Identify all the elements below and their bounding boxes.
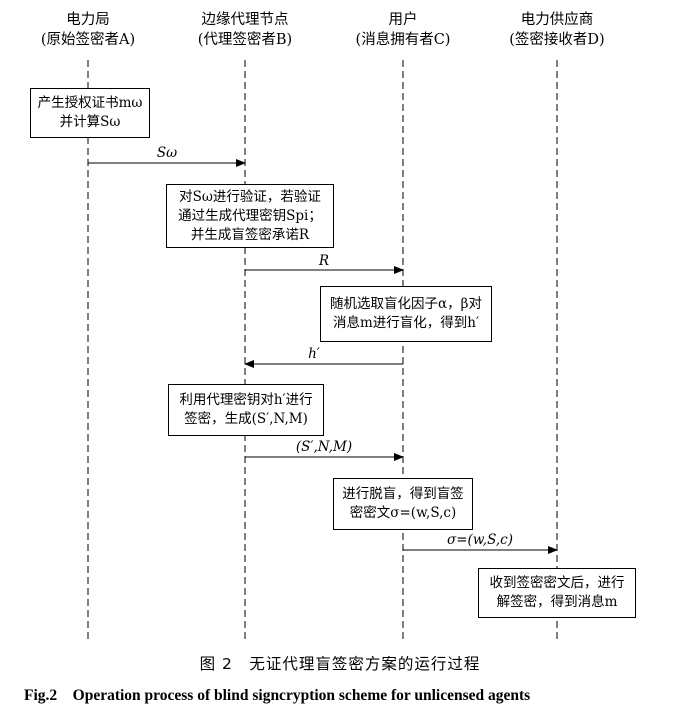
participant-b-name: 边缘代理节点: [201, 12, 289, 28]
figure-caption-cn: 图 2 无证代理盲签密方案的运行过程: [199, 655, 481, 673]
participant-c-role: (消息拥有者C): [355, 32, 451, 48]
step-text: 消息m进行盲化，得到h′: [332, 315, 480, 331]
message-label-h-prime: h′: [308, 346, 320, 362]
step-box-blind: 随机选取盲化因子α，β对 消息m进行盲化，得到h′: [320, 286, 492, 342]
participant-b: 边缘代理节点 (代理签密者B): [170, 10, 320, 50]
step-box-unblind: 进行脱盲，得到盲签 密密文σ=(w,S,c): [333, 478, 473, 530]
step-text: 通过生成代理密钥Spi；: [178, 207, 322, 224]
step-text: 进行脱盲，得到盲签: [342, 486, 464, 502]
message-label-r: R: [318, 253, 330, 269]
step-text: 签密，生成(S′,N,M): [184, 411, 308, 427]
participant-a: 电力局 (原始签密者A): [13, 10, 163, 50]
participant-d-role: (签密接收者D): [509, 32, 605, 48]
step-text: 密密文σ=(w,S,c): [349, 505, 457, 521]
step-text: 解签密，得到消息m: [496, 594, 618, 610]
participant-c: 用户 (消息拥有者C): [328, 10, 478, 50]
step-box-signcrypt: 利用代理密钥对h′进行 签密，生成(S′,N,M): [168, 384, 324, 436]
step-box-authorize: 产生授权证书mω 并计算Sω: [30, 88, 150, 138]
step-text: 随机选取盲化因子α，β对: [330, 296, 482, 312]
step-text: 并生成盲签密承诺R: [190, 226, 310, 243]
step-box-verify: 对Sω进行验证，若验证 通过生成代理密钥Spi； 并生成盲签密承诺R: [166, 184, 334, 248]
step-box-decrypt: 收到签密密文后，进行 解签密，得到消息m: [478, 568, 636, 618]
step-text: 利用代理密钥对h′进行: [179, 392, 313, 408]
participant-a-name: 电力局: [66, 12, 110, 28]
step-text: 产生授权证书mω: [37, 95, 143, 111]
participant-d: 电力供应商 (签密接收者D): [482, 10, 632, 50]
participant-c-name: 用户: [388, 12, 418, 28]
participant-a-role: (原始签密者A): [40, 32, 136, 48]
step-text: 对Sω进行验证，若验证: [179, 188, 321, 205]
message-label-sigma: σ=(w,S,c): [447, 532, 513, 548]
message-label-s-omega: Sω: [156, 145, 178, 161]
participant-b-role: (代理签密者B): [197, 32, 293, 48]
participant-d-name: 电力供应商: [520, 12, 594, 28]
message-label-snm: (S′,N,M): [295, 439, 353, 455]
step-text: 并计算Sω: [59, 114, 121, 130]
figure-caption-en: Fig.2 Operation process of blind signcry…: [24, 687, 531, 704]
step-text: 收到签密密文后，进行: [489, 575, 625, 591]
